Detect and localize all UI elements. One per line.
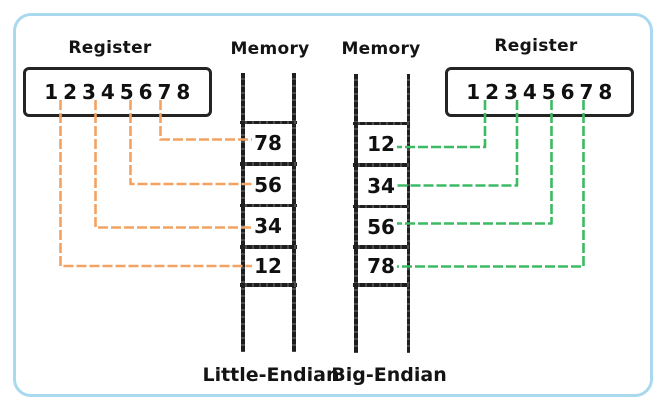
- memory-cell-value: 34: [254, 214, 282, 238]
- ladder-rung: [352, 245, 410, 249]
- memory-cell-value: 12: [367, 132, 395, 156]
- ladder-rung: [352, 204, 410, 208]
- register-box-little: 1 2 3 4 5 6 7 8: [23, 67, 212, 117]
- register-label-little: Register: [68, 38, 152, 58]
- memory-cell-value: 56: [254, 172, 282, 197]
- register-bits-little: 1 2 3 4 5 6 7 8: [44, 80, 191, 104]
- caption-big-endian: Big-Endian: [331, 364, 447, 386]
- ladder-rung: [239, 203, 297, 207]
- register-bits-big: 1 2 3 4 5 6 7 8: [466, 80, 613, 104]
- ladder-rail-right: [406, 74, 410, 353]
- ladder-rail-left: [354, 74, 358, 353]
- ladder-rung: [352, 163, 410, 167]
- ladder-rung: [239, 245, 297, 249]
- ladder-rung: [352, 121, 410, 125]
- register-box-big: 1 2 3 4 5 6 7 8: [445, 67, 634, 117]
- register-label-big: Register: [494, 36, 578, 56]
- diagram-frame: [13, 13, 653, 397]
- ladder-rung: [352, 283, 410, 287]
- memory-cell-value: 34: [367, 173, 395, 198]
- memory-cell-value: 12: [254, 254, 282, 278]
- memory-label-little: Memory: [230, 39, 310, 59]
- ladder-rung: [239, 283, 297, 287]
- memory-cell-value: 78: [254, 131, 282, 155]
- ladder-rung: [239, 162, 297, 166]
- memory-cell-value: 78: [367, 254, 395, 278]
- ladder-rung: [239, 120, 297, 124]
- memory-cell-value: 56: [367, 215, 395, 239]
- caption-little-endian: Little-Endian: [202, 364, 340, 386]
- ladder-rail-right: [292, 73, 296, 352]
- memory-label-big: Memory: [341, 39, 421, 59]
